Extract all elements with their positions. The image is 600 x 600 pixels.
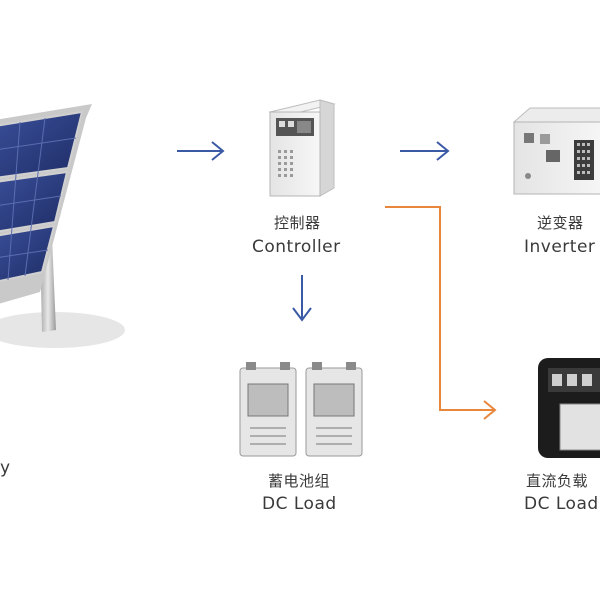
- controller-device: [268, 99, 336, 197]
- solar-panel-cells: [0, 110, 84, 282]
- solar-panel-base-shadow: [0, 312, 125, 348]
- arrow-controller-to-inverter: [400, 141, 450, 161]
- inverter-device: [512, 107, 600, 195]
- inverter-label-zh: 逆变器: [537, 214, 584, 232]
- controller-vents: [278, 150, 293, 177]
- inverter-vents: [574, 140, 594, 180]
- controller-label-en: Controller: [252, 237, 341, 257]
- solar-panel: [0, 104, 125, 348]
- arrow-controller-to-dc-load: [385, 206, 497, 420]
- dc-load-label-zh: 直流负载: [526, 472, 589, 490]
- battery-unit: [305, 362, 363, 457]
- inverter-display: [546, 150, 560, 162]
- battery-label-en: DC Load: [262, 494, 337, 514]
- battery-bank: [239, 362, 363, 457]
- dc-load-front-panel: [559, 403, 600, 451]
- dc-load-device: [538, 358, 600, 458]
- arrow-controller-to-battery: [292, 275, 312, 322]
- battery-unit: [239, 362, 297, 457]
- battery-label-zh: 蓄电池组: [268, 472, 331, 490]
- dc-load-label-en: DC Load: [524, 494, 599, 514]
- inverter-label-en: Inverter: [524, 237, 596, 257]
- arrow-panel-to-controller: [177, 141, 225, 161]
- controller-label-zh: 控制器: [274, 214, 321, 232]
- solar-panel-label: y: [0, 458, 11, 478]
